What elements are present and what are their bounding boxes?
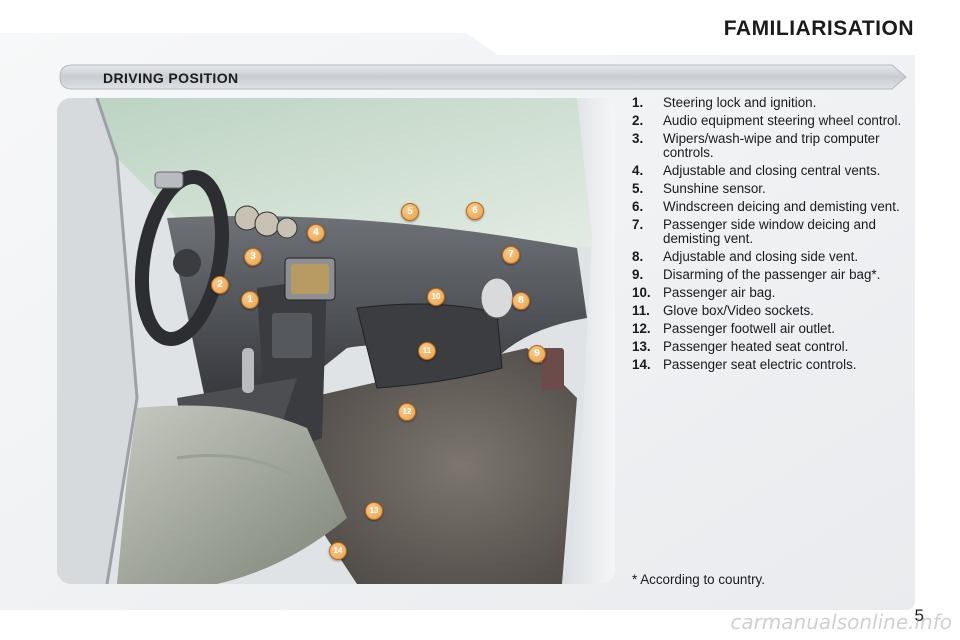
legend-text: Wipers/wash-wipe and trip computer contr…	[663, 131, 880, 160]
legend-number: 2.	[632, 113, 644, 128]
legend-number: 12.	[632, 321, 651, 336]
legend-text: Adjustable and closing side vent.	[663, 249, 859, 264]
legend-text: Adjustable and closing central vents.	[663, 163, 881, 178]
legend-number: 9.	[632, 267, 644, 282]
legend-number: 4.	[632, 163, 644, 178]
callout-badge-8: 8	[512, 292, 530, 310]
legend-item: 12. Passenger footwell air outlet.	[632, 322, 912, 336]
watermark: carmanualsonline.info	[730, 610, 952, 634]
legend-number: 3.	[632, 131, 644, 146]
legend-item: 2. Audio equipment steering wheel control…	[632, 114, 912, 128]
callout-badge-5: 5	[401, 203, 419, 221]
legend-number: 13.	[632, 339, 651, 354]
legend-item: 5. Sunshine sensor.	[632, 182, 912, 196]
legend-text: Audio equipment steering wheel control.	[663, 113, 902, 128]
callout-badge-2: 2	[211, 276, 229, 294]
legend-item: 7. Passenger side window deicing and demi…	[632, 218, 912, 246]
callout-badge-13: 13	[365, 502, 383, 520]
callout-badge-12: 12	[398, 403, 416, 421]
legend-text: Passenger seat electric controls.	[663, 357, 857, 372]
legend-text: Glove box/Video sockets.	[663, 303, 814, 318]
callout-badge-10: 10	[427, 288, 445, 306]
legend-item: 6. Windscreen deicing and demisting vent.	[632, 200, 912, 214]
legend-item: 14. Passenger seat electric controls.	[632, 358, 912, 372]
legend-number: 11.	[632, 303, 650, 318]
callout-badge-9: 9	[528, 345, 546, 363]
legend-item: 1. Steering lock and ignition.	[632, 96, 912, 110]
legend-number: 7.	[632, 217, 644, 232]
callout-badge-1: 1	[241, 291, 259, 309]
callout-badge-14: 14	[329, 542, 347, 560]
legend-item: 8. Adjustable and closing side vent.	[632, 250, 912, 264]
legend-item: 13. Passenger heated seat control.	[632, 340, 912, 354]
legend-item: 11. Glove box/Video sockets.	[632, 304, 912, 318]
legend-number: 14.	[632, 357, 651, 372]
legend-text: Windscreen deicing and demisting vent.	[663, 199, 900, 214]
legend-number: 10.	[632, 285, 651, 300]
page-title: FAMILIARISATION	[723, 17, 914, 40]
legend-item: 4. Adjustable and closing central vents.	[632, 164, 912, 178]
callout-badge-7: 7	[502, 246, 520, 264]
legend-item: 9. Disarming of the passenger air bag*.	[632, 268, 912, 282]
legend-number: 5.	[632, 181, 644, 196]
legend-text: Passenger footwell air outlet.	[663, 321, 835, 336]
callout-badge-3: 3	[244, 248, 262, 266]
legend-text: Passenger air bag.	[663, 285, 776, 300]
callout-badge-6: 6	[466, 202, 484, 220]
footnote: * According to country.	[632, 572, 765, 587]
legend-text: Sunshine sensor.	[663, 181, 766, 196]
legend-number: 6.	[632, 199, 644, 214]
legend-number: 1.	[632, 95, 644, 110]
legend-item: 10. Passenger air bag.	[632, 286, 912, 300]
dashboard-illustration	[57, 98, 615, 584]
legend-text: Passenger heated seat control.	[663, 339, 849, 354]
legend-text: Steering lock and ignition.	[663, 95, 817, 110]
legend-text: Disarming of the passenger air bag*.	[663, 267, 881, 282]
section-title: DRIVING POSITION	[103, 70, 239, 86]
legend-text: Passenger side window deicing and demist…	[663, 217, 876, 246]
legend-list: 1. Steering lock and ignition. 2. Audio eq…	[632, 96, 912, 376]
legend-number: 8.	[632, 249, 644, 264]
callout-badge-4: 4	[307, 224, 325, 242]
legend-item: 3. Wipers/wash-wipe and trip computer con…	[632, 132, 912, 160]
callout-badge-11: 11	[418, 342, 436, 360]
page-number: 5	[914, 606, 924, 625]
